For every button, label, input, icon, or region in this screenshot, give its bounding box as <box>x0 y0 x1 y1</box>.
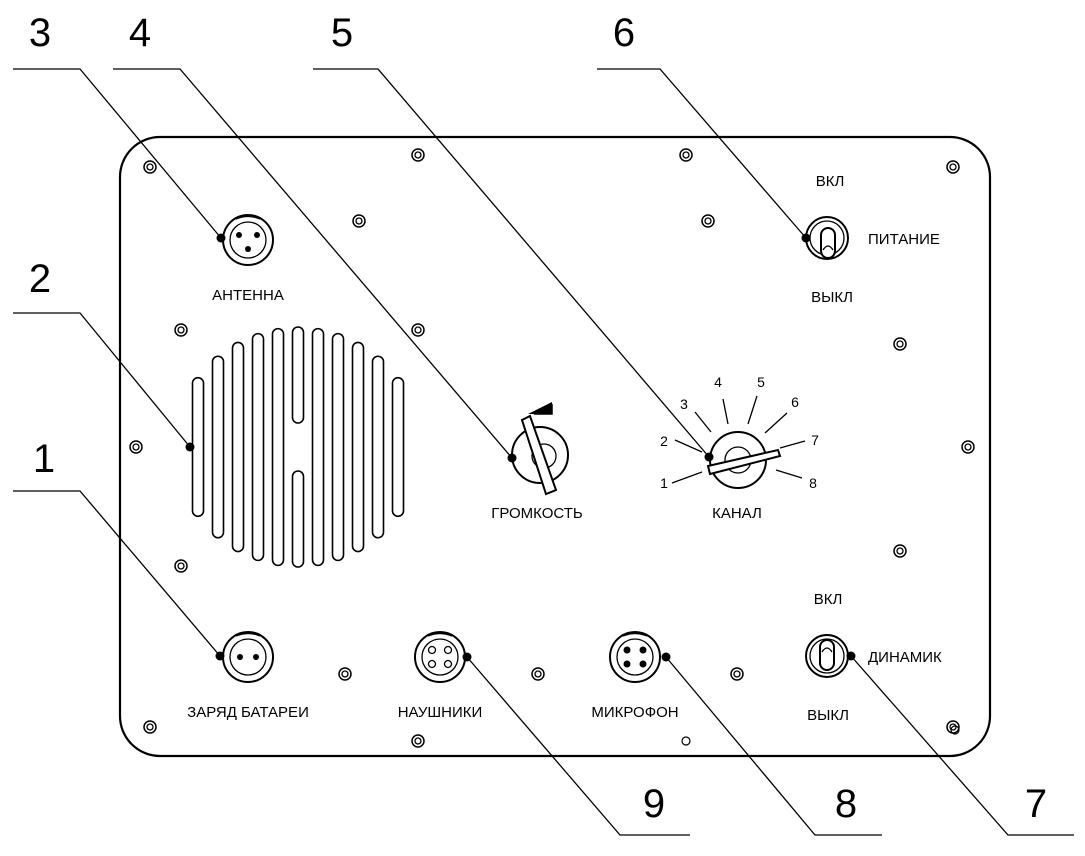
channel-number: 7 <box>811 432 819 448</box>
channel-number: 1 <box>660 475 668 491</box>
channel-number: 6 <box>791 394 799 410</box>
callout-number: 6 <box>613 11 635 55</box>
screw <box>531 667 545 681</box>
label-channel: КАНАЛ <box>712 505 762 522</box>
volume-wedge-icon <box>528 402 552 414</box>
grille-slot <box>391 376 405 518</box>
speaker-toggle <box>805 634 849 678</box>
grille-slot <box>271 327 285 567</box>
channel-number: 8 <box>809 475 817 491</box>
callout-number: 5 <box>331 11 353 55</box>
leader-dots <box>185 233 856 662</box>
label-speaker: ДИНАМИК <box>868 649 942 666</box>
grille-slot <box>291 470 305 568</box>
battery-charge-connector <box>222 631 274 683</box>
power-toggle <box>805 216 849 260</box>
screw <box>411 323 425 337</box>
leader-lines <box>13 68 1074 836</box>
screw <box>411 734 425 748</box>
grille-slot <box>291 326 305 424</box>
label-power-on: ВКЛ <box>816 173 845 190</box>
grille-slot <box>231 341 245 553</box>
grille-slot <box>351 341 365 553</box>
panel-screws <box>129 148 975 748</box>
screw <box>129 440 143 454</box>
screw <box>946 160 960 174</box>
callout-number: 3 <box>29 11 51 55</box>
label-microphone: МИКРОФОН <box>591 704 678 721</box>
microphone-connector <box>609 631 661 683</box>
label-volume: ГРОМКОСТЬ <box>491 505 583 522</box>
callout-number: 4 <box>129 11 151 55</box>
grille-slot <box>371 355 385 539</box>
screw <box>352 214 366 228</box>
screw <box>893 544 907 558</box>
headphones-connector <box>414 631 466 683</box>
callout-number: 7 <box>1025 782 1047 826</box>
callout-number: 8 <box>835 782 857 826</box>
label-charge: ЗАРЯД БАТАРЕИ <box>187 704 309 721</box>
label-power: ПИТАНИЕ <box>868 231 940 248</box>
screw <box>174 323 188 337</box>
channel-number: 4 <box>714 374 722 390</box>
screw <box>893 337 907 351</box>
callout-number: 2 <box>29 257 51 301</box>
mount-hole <box>950 725 960 735</box>
grille-slot <box>211 355 225 539</box>
screw <box>411 148 425 162</box>
mount-hole <box>681 736 691 746</box>
screw <box>174 559 188 573</box>
channel-number: 3 <box>680 396 688 412</box>
callout-number: 9 <box>643 782 665 826</box>
antenna-connector <box>222 214 274 266</box>
grille-slot <box>251 332 265 562</box>
screw <box>143 160 157 174</box>
label-speaker-off: ВЫКЛ <box>807 707 849 724</box>
channel-number: 5 <box>757 374 765 390</box>
grille-slot <box>311 327 325 567</box>
screw <box>338 667 352 681</box>
label-power-off: ВЫКЛ <box>811 289 853 306</box>
screw <box>143 720 157 734</box>
label-headphones: НАУШНИКИ <box>398 704 483 721</box>
label-speaker-on: ВКЛ <box>814 591 843 608</box>
channel-number: 2 <box>660 433 668 449</box>
channel-knob <box>671 395 806 489</box>
grille-slot <box>331 332 345 562</box>
speaker-grille <box>191 326 405 568</box>
screw <box>730 667 744 681</box>
callout-number: 1 <box>33 437 55 481</box>
label-antenna: АНТЕННА <box>212 287 284 304</box>
screw <box>701 214 715 228</box>
screw <box>679 148 693 162</box>
screw <box>961 440 975 454</box>
volume-knob <box>511 402 569 496</box>
